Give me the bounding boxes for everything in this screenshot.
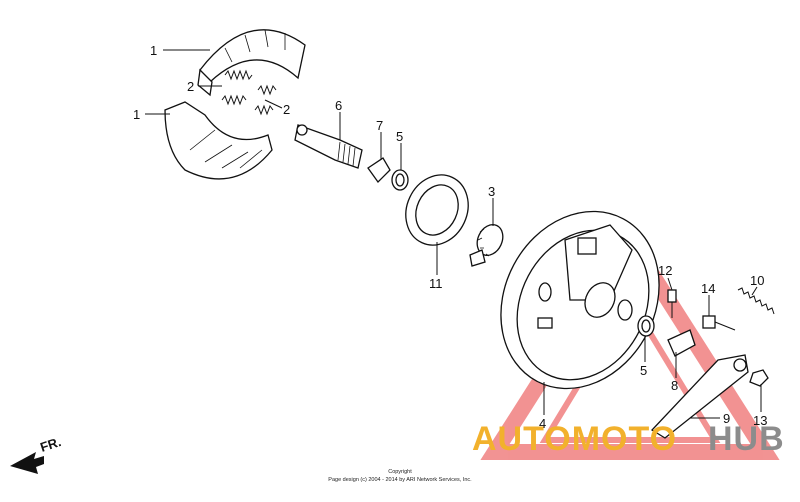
o-ring-upper	[391, 169, 409, 191]
watermark-text-primary: AUTOMOTO	[472, 420, 677, 458]
direction-label: FR.	[38, 434, 63, 455]
return-spring	[737, 287, 775, 315]
callout-10: 10	[750, 273, 764, 288]
callout-2-left: 2	[187, 79, 194, 94]
callout-12: 12	[658, 263, 672, 278]
wear-indicator-plate	[367, 157, 391, 184]
callout-8: 8	[671, 378, 678, 393]
callout-7: 7	[376, 118, 383, 133]
copyright-line-2: Page design (c) 2004 - 2014 by ARI Netwo…	[328, 477, 472, 483]
callout-2-right: 2	[283, 102, 290, 117]
front-direction-arrow-icon	[10, 452, 44, 474]
callout-14: 14	[701, 281, 715, 296]
callout-5-lower: 5	[640, 363, 647, 378]
callout-11: 11	[429, 276, 443, 291]
callouts: 1 1 2 2 6 7 5 3 11 12 10 14 5 8 4 9 13	[133, 43, 767, 431]
brake-panel	[500, 210, 660, 390]
dust-seal	[405, 174, 469, 246]
speedometer-gear	[469, 223, 504, 267]
brake-cam	[294, 124, 363, 169]
callout-9: 9	[723, 411, 730, 426]
callout-1-upper: 1	[150, 43, 157, 58]
brake-shoe-lower	[164, 101, 273, 180]
brake-shoe-upper	[197, 29, 306, 97]
leader-lines	[145, 49, 762, 419]
callout-1-lower: 1	[133, 107, 140, 122]
callout-6: 6	[335, 98, 342, 113]
bolt-14	[702, 315, 736, 331]
callout-5-upper: 5	[396, 129, 403, 144]
callout-3: 3	[488, 184, 495, 199]
spring-upper	[221, 69, 253, 106]
spring-lower	[254, 84, 277, 116]
copyright-line-1: Copyright	[388, 469, 412, 475]
callout-13: 13	[753, 413, 767, 428]
nut-13	[749, 369, 769, 387]
brake-arm	[650, 354, 749, 439]
indicator-plate	[667, 329, 696, 357]
callout-4: 4	[539, 416, 546, 431]
o-ring-lower	[637, 315, 655, 337]
watermark-text-secondary: HUB	[708, 420, 785, 458]
